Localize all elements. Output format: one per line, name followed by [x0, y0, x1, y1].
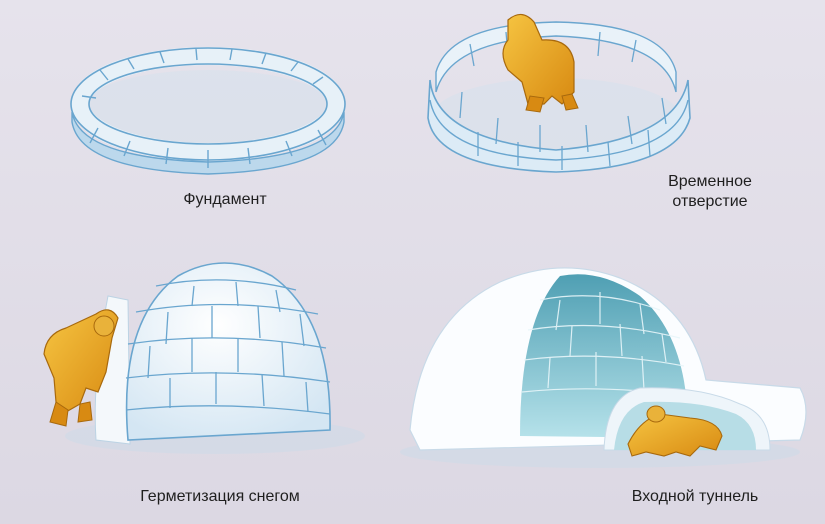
caption-temporary-opening-line2: отверстие	[672, 193, 748, 210]
foundation-ring	[70, 47, 346, 175]
dome-with-entrance-tunnel	[400, 267, 807, 468]
caption-temporary-opening-line1: Временное	[668, 173, 752, 190]
caption-temporary-opening: Временное отверстие	[640, 172, 780, 212]
builder-figure-crawling	[627, 405, 723, 457]
caption-entrance-tunnel: Входной туннель	[631, 488, 759, 505]
caption-snow-sealing: Герметизация снегом	[140, 488, 300, 505]
wall-with-opening	[427, 13, 691, 173]
caption-foundation: Фундамент	[183, 191, 267, 208]
dome-snow-sealing	[43, 262, 365, 454]
builder-figure-bending	[43, 309, 119, 427]
builder-figure-standing	[502, 13, 579, 113]
